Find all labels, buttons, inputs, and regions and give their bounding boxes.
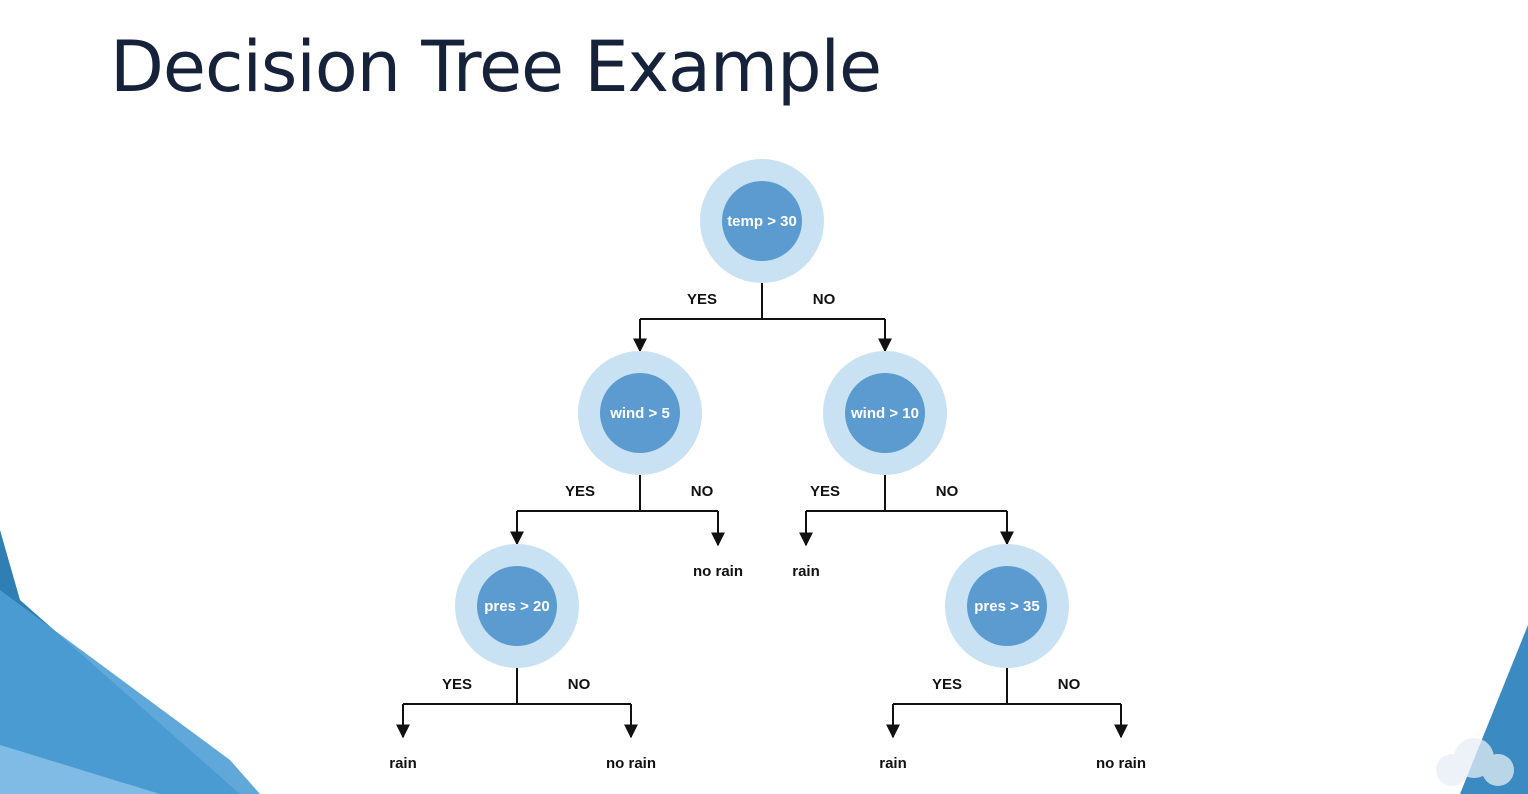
leaf-outcome-label: no rain [693, 563, 743, 580]
node-inner-circle [845, 373, 925, 453]
node-condition-label: wind > 5 [609, 405, 670, 422]
leaf-outcome-label: rain [792, 563, 820, 580]
bottom-left-shape-light [0, 590, 260, 794]
decision-node: temp > 30 [700, 159, 824, 283]
node-condition-label: pres > 35 [974, 598, 1039, 615]
branch-label-no: NO [568, 676, 591, 693]
decision-node: pres > 20 [455, 544, 579, 668]
branch-label-no: NO [1058, 676, 1081, 693]
bottom-left-shape-pale [0, 745, 160, 794]
node-condition-label: wind > 10 [850, 405, 919, 422]
decision-node: wind > 10 [823, 351, 947, 475]
slide-title: Decision Tree Example [110, 26, 882, 108]
node-inner-circle [600, 373, 680, 453]
branch-label-no: NO [936, 483, 959, 500]
branch-label-no: NO [813, 291, 836, 308]
leaf-outcome-label: no rain [606, 755, 656, 772]
branch-label-no: NO [691, 483, 714, 500]
cloud-logo-icon [1436, 738, 1514, 786]
leaf-outcome-label: rain [389, 755, 417, 772]
branch-label-yes: YES [932, 676, 962, 693]
node-inner-circle [722, 181, 802, 261]
decision-node: pres > 35 [945, 544, 1069, 668]
branch-label-yes: YES [687, 291, 717, 308]
leaf-outcome-label: rain [879, 755, 907, 772]
decision-node: wind > 5 [578, 351, 702, 475]
node-inner-circle [477, 566, 557, 646]
node-inner-circle [967, 566, 1047, 646]
node-condition-label: pres > 20 [484, 598, 549, 615]
branch-label-yes: YES [442, 676, 472, 693]
leaf-outcome-label: no rain [1096, 755, 1146, 772]
branch-label-yes: YES [565, 483, 595, 500]
node-condition-label: temp > 30 [727, 213, 797, 230]
branch-label-yes: YES [810, 483, 840, 500]
